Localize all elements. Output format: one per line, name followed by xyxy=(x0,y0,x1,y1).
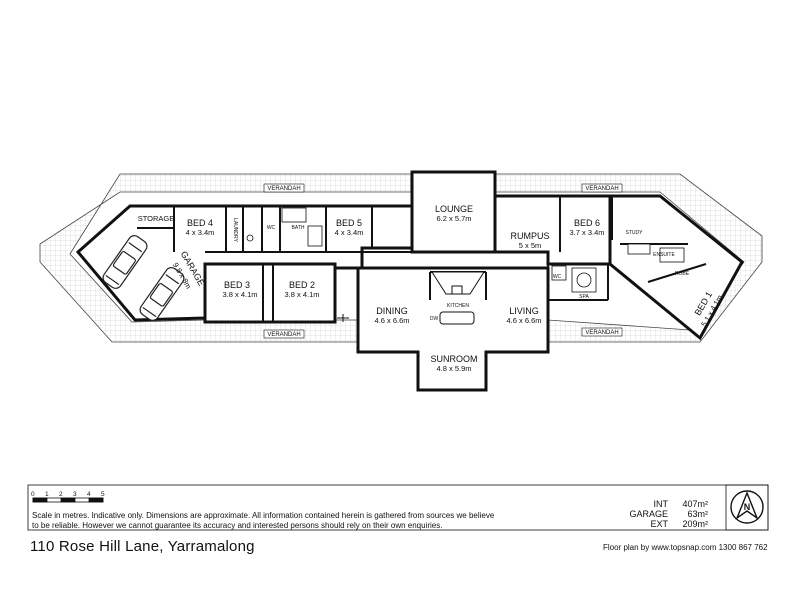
area-label: GARAGE xyxy=(629,509,668,519)
interior-walls xyxy=(137,196,707,322)
garage-cars xyxy=(102,235,185,321)
floorplan-credit: Floor plan by www.topsnap.com 1300 867 7… xyxy=(603,543,768,552)
room-bed2-dims: 3.8 x 4.1m xyxy=(284,290,319,299)
room-wc1-name: WC xyxy=(267,225,276,231)
scale-tick: 1 xyxy=(45,491,49,498)
room-bed5-name: BED 5 xyxy=(336,218,362,228)
room-rumpus-dims: 5 x 5m xyxy=(519,241,542,250)
room-sunroom-dims: 4.8 x 5.9m xyxy=(436,364,471,373)
room-lounge-dims: 6.2 x 5.7m xyxy=(436,214,471,223)
room-study-name: STUDY xyxy=(626,230,644,236)
verandah-label-bottom-left: VERANDAH xyxy=(267,332,300,338)
area-label: EXT xyxy=(650,519,668,529)
area-value: 209m² xyxy=(682,519,708,529)
room-bed2-name: BED 2 xyxy=(289,280,315,290)
area-value: 407m² xyxy=(682,499,708,509)
room-bed5-dims: 4 x 3.4m xyxy=(335,228,364,237)
room-lounge-name: LOUNGE xyxy=(435,204,473,214)
room-bed3-name: BED 3 xyxy=(224,280,250,290)
front-door-icon xyxy=(337,314,349,322)
scale-tick: 0 xyxy=(31,491,35,498)
room-bed4-dims: 4 x 3.4m xyxy=(186,228,215,237)
scale-tick: 4 xyxy=(87,491,91,498)
area-value: 63m² xyxy=(687,509,708,519)
compass-icon xyxy=(730,490,764,524)
room-robe-name: ROBE xyxy=(675,271,690,277)
room-sunroom-name: SUNROOM xyxy=(431,354,478,364)
room-bed6-name: BED 6 xyxy=(574,218,600,228)
room-ensuite-name: ENSUITE xyxy=(653,252,675,258)
disclaimer-text: Scale in metres. Indicative only. Dimens… xyxy=(32,511,495,530)
room-rumpus-name: RUMPUS xyxy=(510,231,549,241)
verandah-tags xyxy=(263,183,623,339)
scale-tick: 3 xyxy=(73,491,77,498)
scale-tick: 5 xyxy=(101,491,105,498)
info-boxes xyxy=(27,484,769,531)
room-laundry-name: LAUNDRY xyxy=(232,218,238,242)
area-label: INT xyxy=(653,499,669,509)
room-bath-name: BATH xyxy=(292,225,305,231)
room-bed3-dims: 3.8 x 4.1m xyxy=(222,290,257,299)
room-kitchen-name: KITCHEN xyxy=(447,303,469,309)
verandah-label-top-right: VERANDAH xyxy=(585,186,618,192)
kitchen-counters xyxy=(431,271,485,325)
bathroom-fixtures xyxy=(246,207,685,293)
room-dw-name: DW xyxy=(430,316,439,322)
room-living-name: LIVING xyxy=(509,306,539,316)
compass-letter: N xyxy=(744,502,751,512)
scale-bar xyxy=(32,497,104,503)
property-address: 110 Rose Hill Lane, Yarramalong xyxy=(30,538,255,555)
room-storage-name: STORAGE xyxy=(138,214,175,223)
room-spa-name: SPA xyxy=(579,294,589,300)
room-dining-dims: 4.6 x 6.6m xyxy=(374,316,409,325)
verandah-label-top-left: VERANDAH xyxy=(267,186,300,192)
room-wc2-name: WC xyxy=(553,274,562,280)
scale-tick: 2 xyxy=(59,491,63,498)
verandah-label-bottom-right: VERANDAH xyxy=(585,330,618,336)
room-living-dims: 4.6 x 6.6m xyxy=(506,316,541,325)
room-dining-name: DINING xyxy=(376,306,408,316)
room-bed4-name: BED 4 xyxy=(187,218,213,228)
room-bed6-dims: 3.7 x 3.4m xyxy=(569,228,604,237)
